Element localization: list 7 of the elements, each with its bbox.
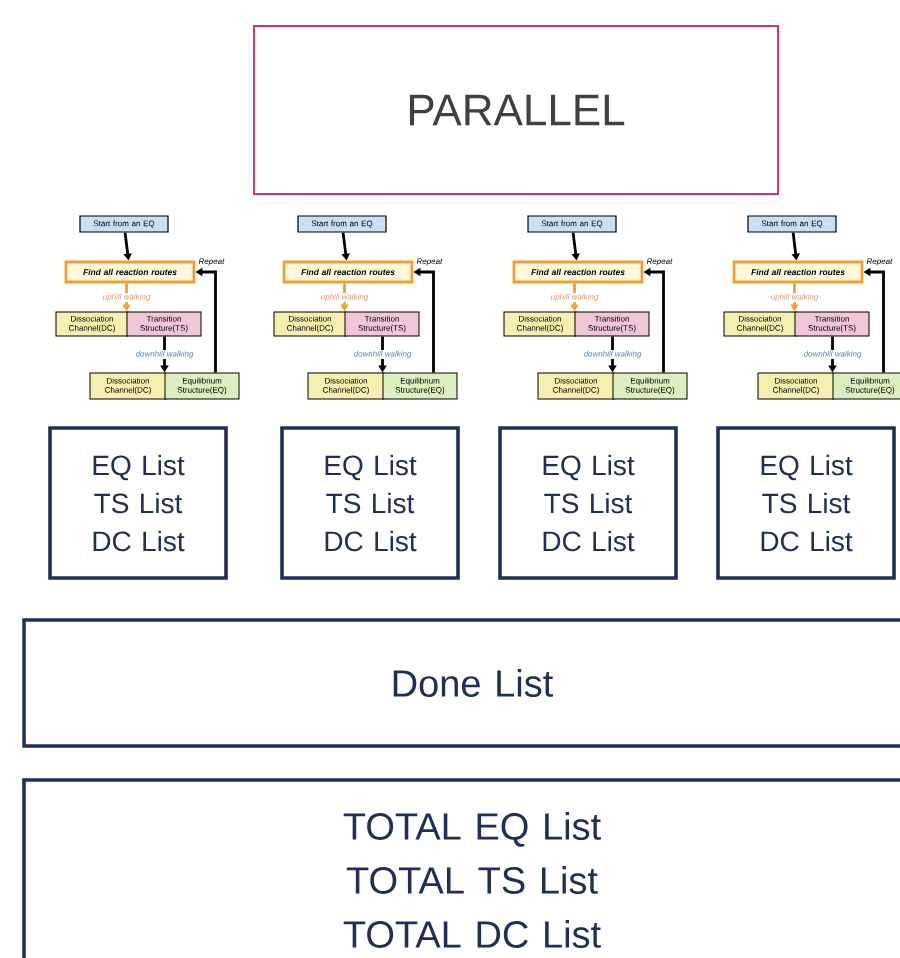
list-box: EQ List TS List DC List — [498, 426, 678, 580]
title-box: PARALLEL — [253, 25, 779, 195]
list-box: EQ List TS List DC List — [48, 426, 228, 580]
list-box: EQ List TS List DC List — [716, 426, 896, 580]
done-list-box: Done List — [22, 618, 900, 748]
total-list-box: TOTAL EQ List TOTAL TS List TOTAL DC List — [22, 778, 900, 958]
list-box: EQ List TS List DC List — [280, 426, 460, 580]
